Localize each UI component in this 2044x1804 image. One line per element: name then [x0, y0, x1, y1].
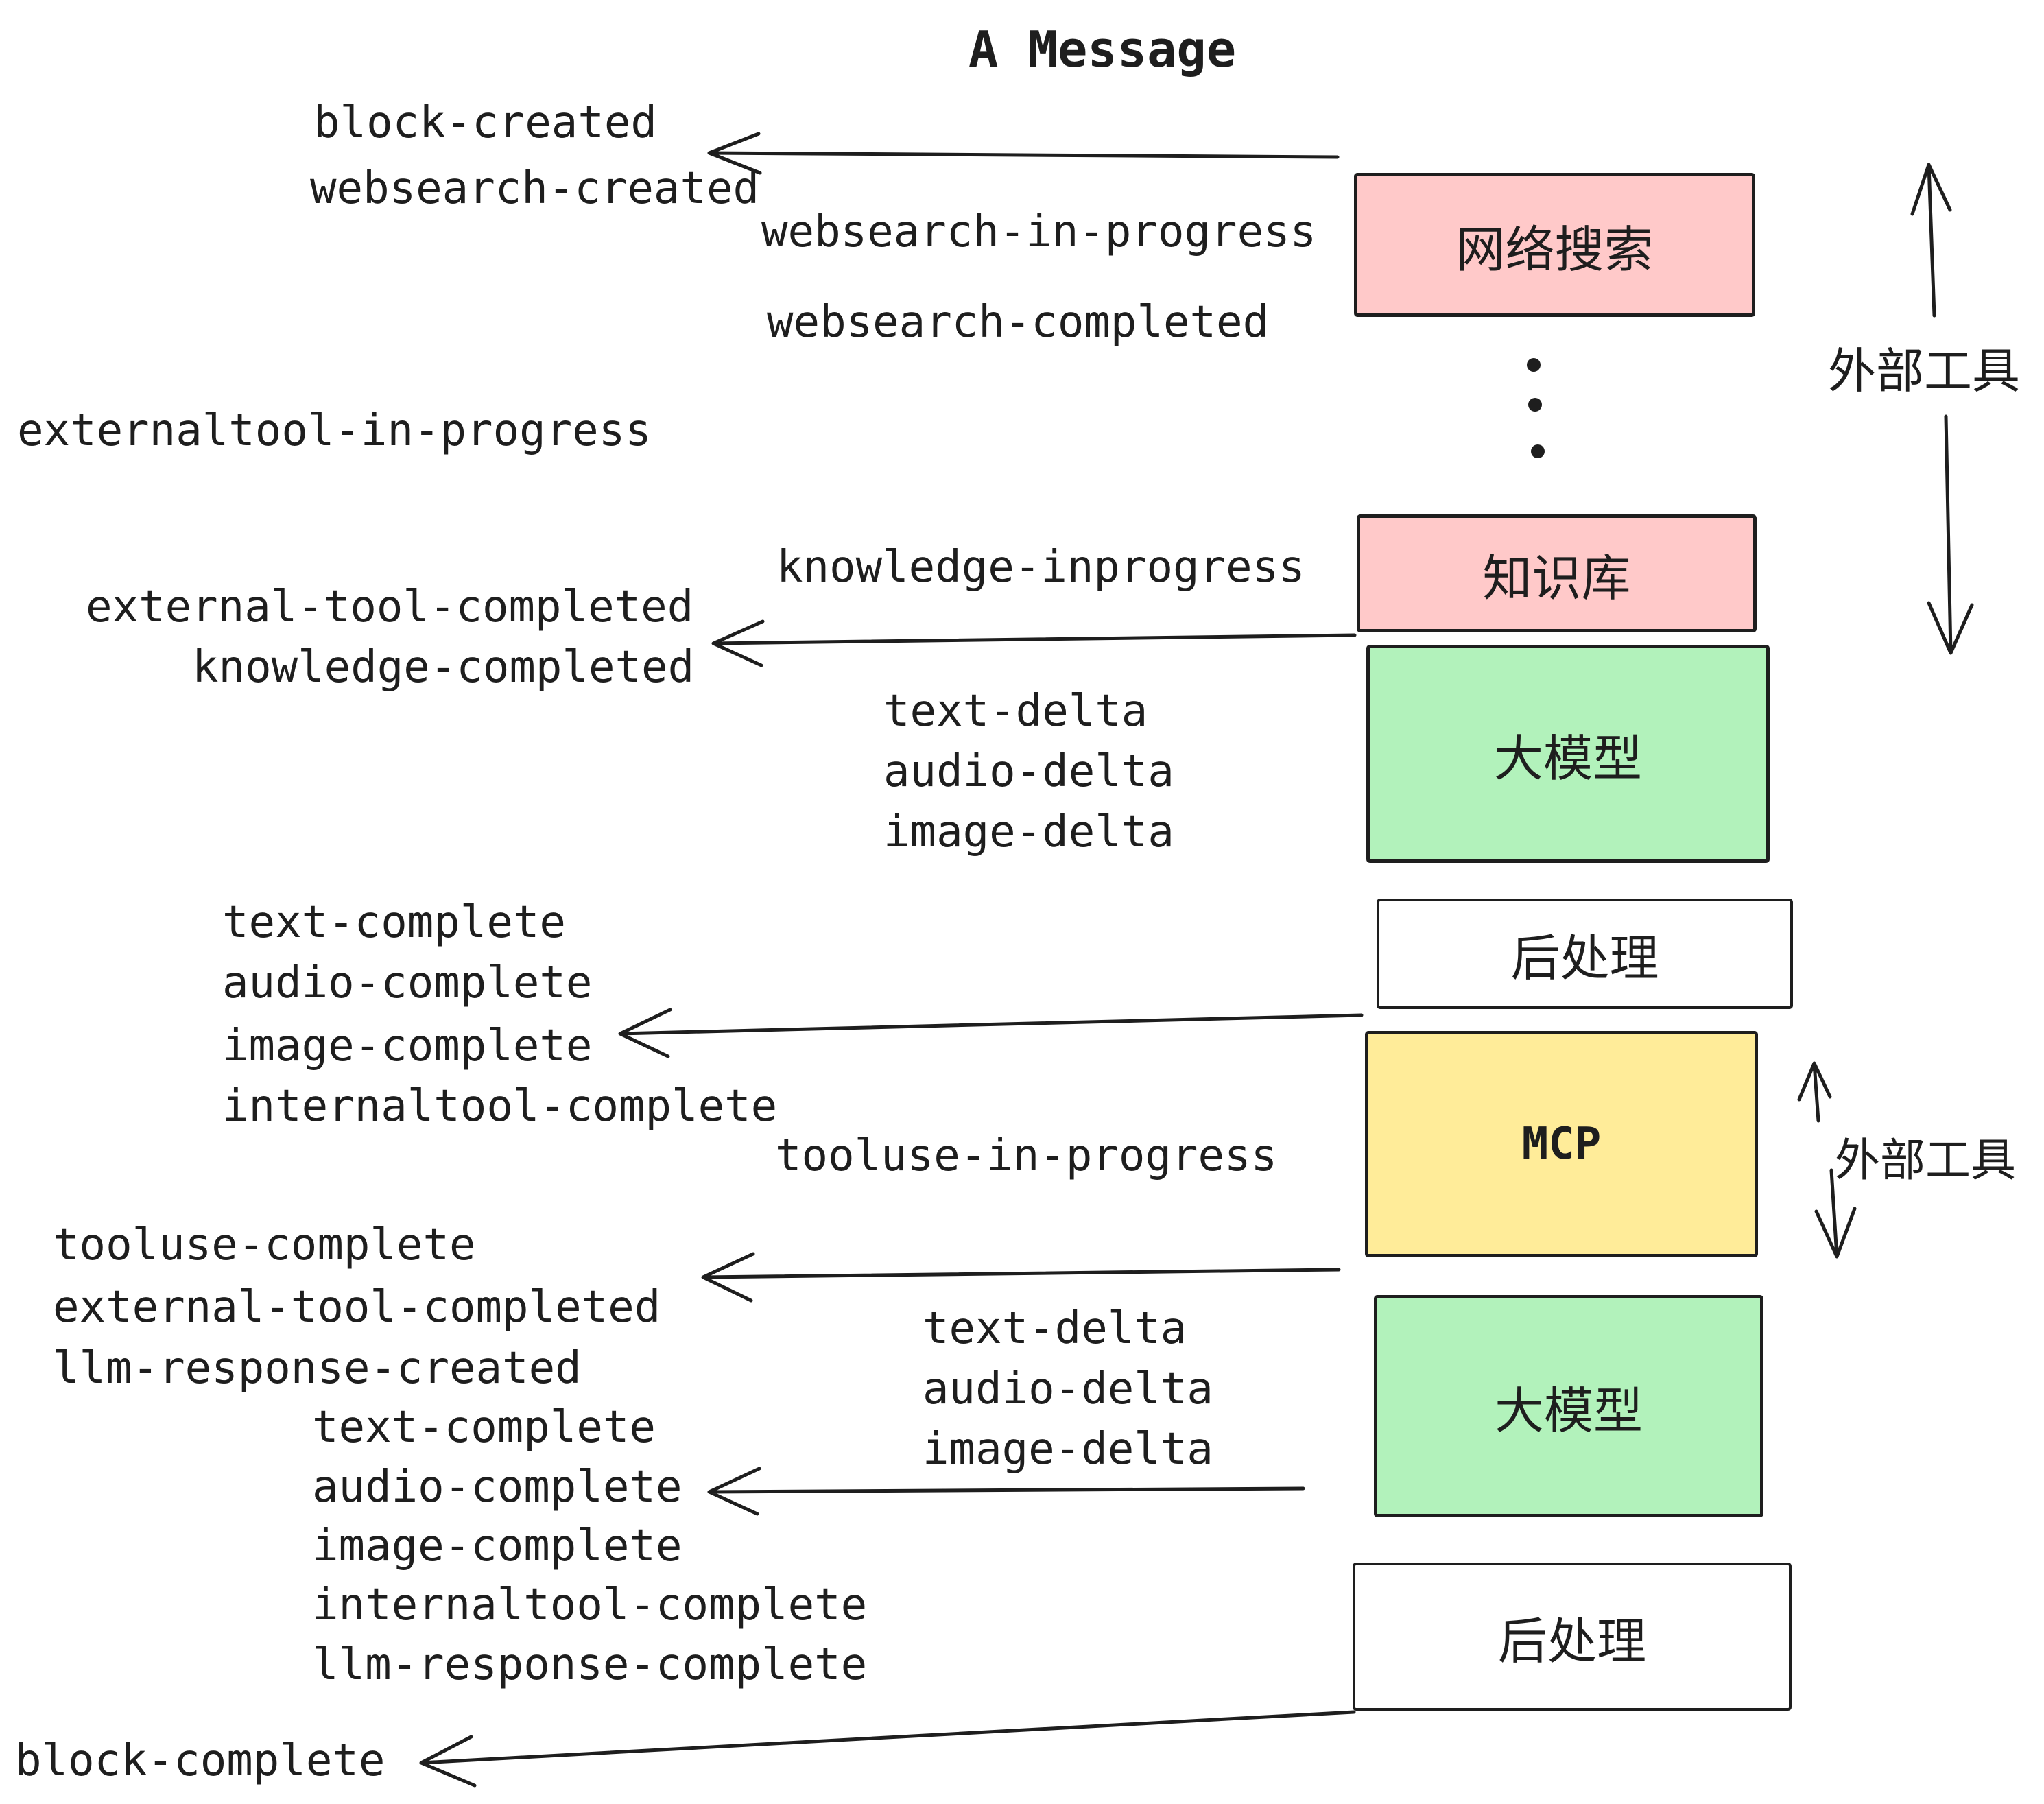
event-label-tooluse-in-progress: tooluse-in-progress	[775, 1130, 1278, 1181]
arrow-llm1-to-knowledge-completed	[711, 619, 1357, 667]
arrow-llm2-to-audio-complete	[707, 1467, 1305, 1516]
event-label-llm-response-complete: llm-response-complete	[312, 1639, 868, 1690]
external-tools-label-top: 外部工具	[1828, 343, 2020, 399]
postprocess-box-2: 后处理	[1353, 1563, 1792, 1711]
mcp-box: MCP	[1365, 1031, 1758, 1257]
llm-box-2: 大模型	[1374, 1295, 1763, 1517]
event-label-knowledge-inprogress: knowledge-inprogress	[776, 542, 1305, 593]
event-label-audio-delta-1: audio-delta	[883, 746, 1174, 797]
event-label-image-complete-1: image-complete	[222, 1021, 593, 1071]
external-tools-label-mid: 外部工具	[1835, 1134, 2016, 1187]
event-label-external-tool-completed-2: external-tool-completed	[53, 1282, 661, 1333]
event-label-image-delta-1: image-delta	[883, 807, 1174, 857]
event-label-websearch-completed: websearch-completed	[767, 297, 1270, 348]
external-tools-top-down-arrow	[1927, 414, 1974, 655]
event-label-websearch-in-progress: websearch-in-progress	[761, 206, 1317, 257]
event-label-text-complete-2: text-complete	[312, 1402, 656, 1453]
websearch-box: 网络搜索	[1354, 173, 1755, 317]
external-tools-top-up-arrow	[1910, 163, 1952, 318]
event-label-externaltool-in-progress: externaltool-in-progress	[17, 405, 652, 456]
event-label-audio-complete-1: audio-complete	[222, 958, 593, 1008]
event-label-llm-response-created: llm-response-created	[53, 1343, 582, 1394]
arrow-post2-to-block-complete	[419, 1710, 1356, 1788]
knowledge-box: 知识库	[1357, 514, 1757, 632]
event-label-text-delta-1: text-delta	[883, 686, 1148, 737]
event-label-image-complete-2: image-complete	[312, 1521, 682, 1571]
event-label-websearch-created: websearch-created	[310, 163, 760, 214]
external-tools-mid-up-arrow	[1797, 1061, 1832, 1123]
event-label-audio-complete-2: audio-complete	[312, 1462, 682, 1512]
arrow-websearch-to-block-created	[707, 132, 1340, 175]
event-label-image-delta-2: image-delta	[923, 1424, 1213, 1475]
event-label-block-created: block-created	[313, 97, 657, 148]
event-label-internaltool-complete-1: internaltool-complete	[222, 1081, 778, 1132]
event-label-tooluse-complete: tooluse-complete	[53, 1220, 476, 1270]
ellipsis-dot	[1527, 358, 1541, 372]
ellipsis-dot	[1528, 398, 1542, 412]
event-label-text-complete-1: text-complete	[222, 897, 566, 948]
event-label-internaltool-complete-2: internaltool-complete	[312, 1580, 868, 1630]
event-label-knowledge-completed: knowledge-completed	[192, 642, 695, 693]
llm-box-1: 大模型	[1366, 645, 1770, 863]
postprocess-box-1: 后处理	[1377, 899, 1793, 1009]
event-label-block-complete: block-complete	[15, 1735, 385, 1786]
event-label-text-delta-2: text-delta	[923, 1303, 1187, 1354]
diagram-title: A Message	[968, 21, 1237, 78]
arrow-mcp-to-image-complete	[618, 1008, 1364, 1058]
event-label-external-tool-completed-1: external-tool-completed	[86, 582, 694, 632]
arrow-mcp-to-tooluse-complete	[701, 1252, 1341, 1303]
ellipsis-dot	[1531, 444, 1545, 458]
event-label-audio-delta-2: audio-delta	[923, 1364, 1213, 1414]
